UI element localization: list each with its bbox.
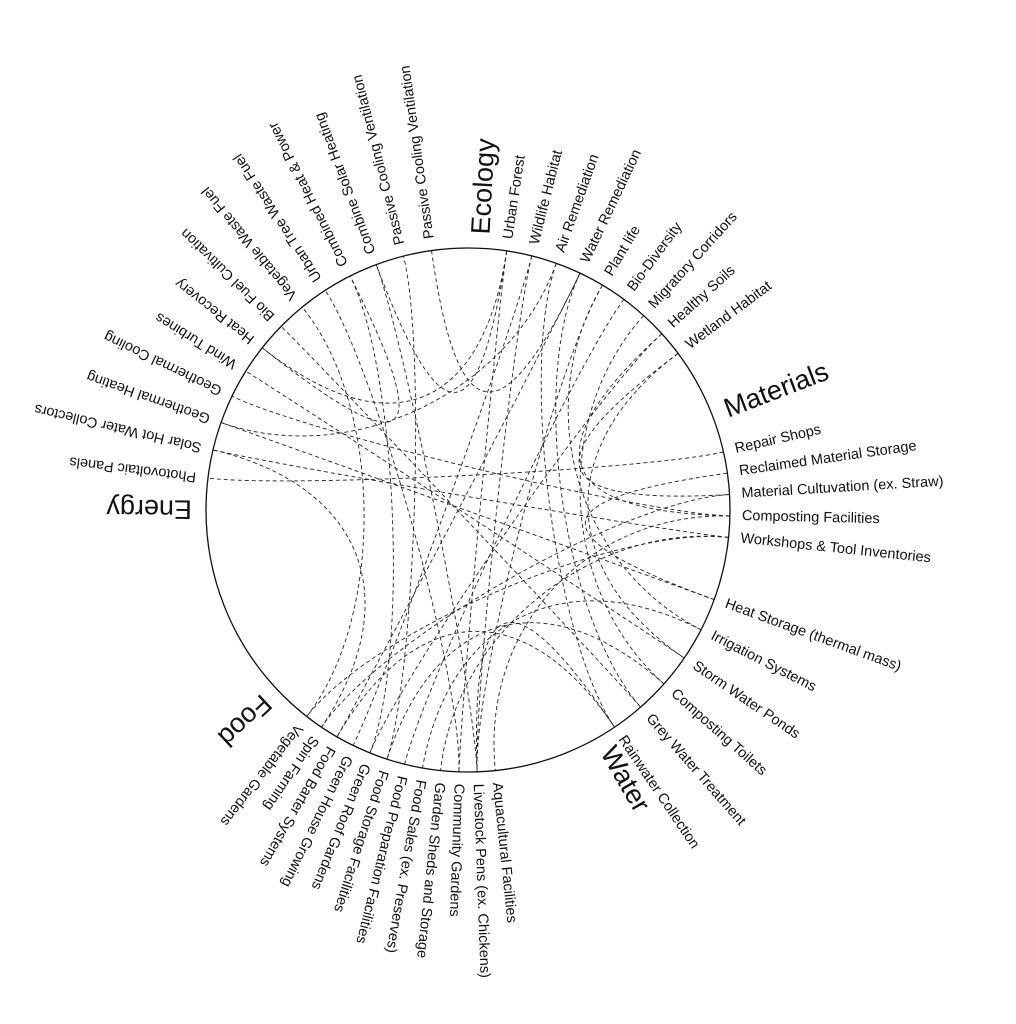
connection-line (220, 263, 557, 437)
item-label-materials-4: Workshops & Tool Inventories (740, 530, 932, 566)
connection-line (306, 536, 729, 717)
item-label-energy-12: Passive Cooling Ventilation (397, 64, 437, 239)
group-label-materials: Materials (720, 356, 833, 423)
item-label-energy-0: Photovoltaic Panels (69, 453, 197, 484)
connection-line (476, 284, 603, 772)
connection-line (324, 290, 460, 772)
connection-line (212, 449, 366, 728)
connection-line (458, 250, 508, 772)
connection-line (422, 600, 702, 769)
item-label-ecology-0: Urban Forest (500, 154, 528, 240)
connection-line (578, 353, 730, 497)
connection-line (386, 622, 665, 760)
connection-line (321, 494, 730, 728)
connection-line (207, 451, 724, 482)
connection-line (301, 306, 365, 717)
connection-line (375, 264, 478, 772)
connection-line (336, 272, 581, 738)
central-ring (205, 247, 731, 773)
connection-line (375, 250, 508, 393)
connection-line (476, 622, 615, 772)
connection-line (369, 333, 663, 754)
group-label-ecology: Ecology (466, 137, 501, 235)
connection-line (336, 630, 615, 738)
item-label-food-10: Livestock Pens (ex. Chickens) (470, 784, 493, 979)
group-label-food: Food (212, 689, 277, 753)
connection-line (231, 395, 730, 517)
connection-line (440, 535, 729, 771)
connection-line (404, 299, 625, 765)
connection-line (261, 275, 400, 423)
connection-line (578, 333, 730, 517)
connection-line (584, 472, 728, 601)
item-label-ecology-8: Wetland Habitat (683, 278, 775, 352)
connection-line (540, 263, 615, 728)
group-label-energy: Energy (106, 494, 192, 525)
connection-line (493, 515, 730, 771)
connection-line (352, 255, 533, 746)
connection-line (386, 255, 417, 760)
connection-lines (207, 250, 730, 772)
item-label-materials-2: Material Cultuvation (ex. Straw) (741, 474, 944, 502)
connection-line (587, 353, 685, 659)
connection-line (476, 255, 533, 772)
item-label-materials-0: Repair Shops (733, 422, 822, 457)
connection-line (349, 275, 394, 754)
connection-line (220, 422, 715, 601)
item-label-energy-6: Bio Fuel Cultivation (178, 225, 278, 324)
connection-line (280, 326, 641, 708)
connection-line (431, 250, 581, 393)
connection-line (555, 272, 641, 708)
connection-line (579, 315, 665, 685)
connection-line (212, 449, 729, 538)
connection-line (261, 250, 508, 404)
item-label-energy-9: Combined Heat & Power (265, 119, 351, 269)
item-label-food-11: Aquacultural Facilities (489, 782, 520, 924)
connection-line (245, 370, 685, 659)
item-label-food-9: Community Gardens (446, 784, 467, 917)
item-label-materials-3: Composting Facilities (742, 508, 880, 527)
connection-line (567, 284, 702, 631)
item-label-water-4: Grey Water Treatment (643, 711, 749, 829)
